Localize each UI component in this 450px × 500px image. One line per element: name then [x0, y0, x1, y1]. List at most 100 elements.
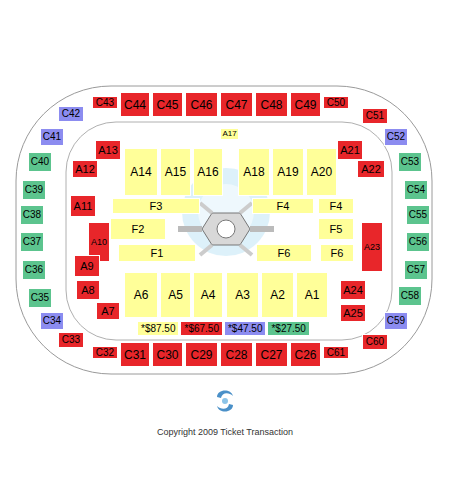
seat-section: A1	[296, 272, 328, 318]
section-label: C55	[409, 210, 427, 220]
seat-section: C35	[28, 288, 52, 308]
section-label: F6	[278, 248, 291, 259]
section-label: C59	[387, 316, 405, 326]
section-label: C46	[190, 99, 212, 111]
section-label: A6	[134, 289, 149, 301]
section-label: A16	[197, 166, 218, 178]
seat-section: C58	[398, 286, 422, 306]
section-label: C34	[43, 316, 61, 326]
section-label: C33	[62, 335, 80, 345]
logo	[217, 390, 233, 411]
section-label: C38	[23, 210, 41, 220]
copyright-caption: Copyright 2009 Ticket Transaction	[157, 427, 293, 437]
price-label: *$67.50	[184, 323, 218, 334]
section-label: A1	[305, 289, 320, 301]
seat-section: C39	[22, 180, 46, 200]
section-label: A2	[270, 289, 285, 301]
seat-section: C61	[323, 346, 349, 359]
section-label: C28	[225, 349, 247, 361]
section-label: A15	[165, 166, 186, 178]
section-label: A13	[98, 145, 118, 156]
section-label: C27	[260, 349, 282, 361]
section-label: C45	[156, 99, 178, 111]
section-label: C47	[225, 99, 247, 111]
section-label: C58	[401, 291, 419, 301]
section-label: A10	[91, 238, 107, 247]
seat-section: C36	[22, 260, 46, 280]
section-label: A22	[361, 164, 381, 175]
seat-section: C53	[398, 152, 422, 172]
seat-section: C60	[362, 334, 388, 350]
section-label: C37	[23, 237, 41, 247]
section-label: C49	[294, 99, 316, 111]
seat-section: A14	[124, 148, 158, 196]
seat-section: C50	[323, 96, 349, 109]
section-label: A25	[343, 308, 363, 319]
section-label: C32	[96, 348, 114, 358]
section-label: A9	[80, 261, 93, 272]
seat-section: C31	[120, 342, 150, 367]
seat-section: F6	[320, 244, 354, 262]
section-label: C48	[260, 99, 282, 111]
seat-section: C27	[255, 342, 288, 367]
seat-section: A15	[160, 148, 191, 196]
seat-section: A2	[261, 272, 294, 318]
section-label: A11	[74, 201, 93, 212]
seat-section: F4	[252, 198, 314, 214]
seat-section: C34	[40, 312, 64, 330]
seat-section: C37	[20, 232, 44, 252]
price-label: *$47.50	[228, 323, 262, 334]
section-label: A24	[343, 285, 363, 296]
section-label: C51	[366, 111, 384, 121]
seat-section: F2	[110, 218, 166, 240]
seat-section: C46	[185, 92, 218, 117]
section-label: A19	[277, 166, 298, 178]
seat-section: C57	[404, 260, 428, 280]
seat-section: C52	[384, 128, 408, 146]
seat-section: A13	[95, 140, 121, 160]
section-label: C54	[407, 185, 425, 195]
seat-section: C38	[20, 205, 44, 225]
seat-section: A24	[340, 280, 366, 300]
section-label: F3	[150, 201, 163, 212]
price-label: *$27.50	[271, 323, 305, 334]
price-swatch: *$67.50	[181, 322, 221, 335]
section-label: C35	[31, 293, 49, 303]
seat-section: C40	[28, 152, 52, 172]
section-label: C50	[327, 98, 345, 108]
seat-section: C44	[120, 92, 150, 117]
seat-section: A11	[70, 195, 96, 217]
section-label: C26	[294, 349, 316, 361]
seat-section: A25	[340, 304, 366, 322]
section-label: C57	[407, 265, 425, 275]
price-swatch: *$87.50	[138, 322, 178, 335]
section-label: C39	[25, 185, 43, 195]
seat-section: A19	[272, 148, 304, 196]
seat-section: C26	[290, 342, 321, 367]
section-label: A14	[130, 166, 151, 178]
price-swatch: *$27.50	[268, 322, 308, 335]
seat-section: F3	[112, 198, 200, 214]
seat-section: A8	[76, 280, 100, 300]
price-swatch: *$47.50	[225, 322, 265, 335]
seat-section: C28	[220, 342, 253, 367]
inner-bowl	[66, 122, 392, 340]
seat-section: C56	[406, 232, 430, 252]
section-label: A20	[311, 166, 332, 178]
seat-section: A21	[337, 140, 363, 160]
seat-section: C33	[58, 332, 84, 348]
section-label: C52	[387, 132, 405, 142]
section-label: A12	[75, 164, 95, 175]
section-label: A5	[168, 289, 183, 301]
section-label: C42	[62, 109, 80, 119]
section-label: C29	[190, 349, 212, 361]
seat-section: F4	[318, 198, 354, 214]
seat-section: F6	[256, 244, 312, 262]
section-label: C56	[409, 237, 427, 247]
seat-section: A3	[226, 272, 259, 318]
seat-section: A4	[193, 272, 223, 318]
seat-section: C51	[362, 108, 388, 124]
seat-section: A12	[72, 160, 98, 178]
section-label: A3	[235, 289, 250, 301]
section-label: C61	[327, 348, 345, 358]
